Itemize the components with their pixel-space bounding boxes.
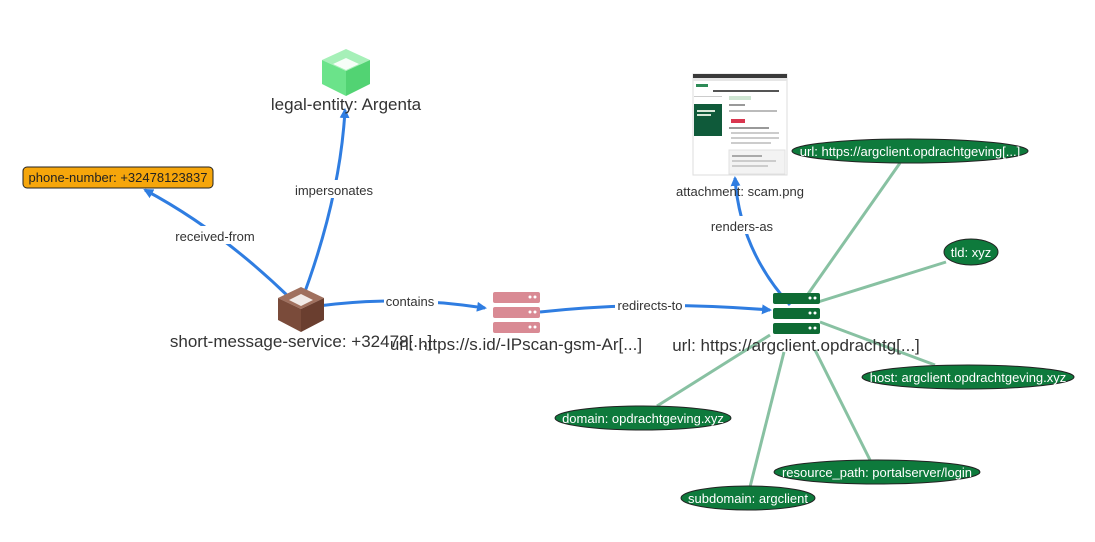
node-label-host: host: argclient.opdrachtgeving.xyz	[870, 370, 1067, 385]
node-label-domain: domain: opdrachtgeving.xyz	[562, 411, 724, 426]
edge-host	[819, 320, 936, 367]
node-label-attachment: attachment: scam.png	[676, 184, 804, 199]
phone-pill	[22, 166, 214, 189]
node-sms[interactable]: short-message-service: +32478[...]	[170, 287, 432, 351]
node-subdomain[interactable]: subdomain: argclient	[680, 485, 816, 511]
url-full-pill	[791, 138, 1029, 164]
resource-path-pill	[773, 459, 981, 485]
subdomain-pill	[680, 485, 816, 511]
server-icon	[493, 292, 540, 333]
node-label-phone-number: phone-number: +32478123837	[29, 170, 208, 185]
edge-domain	[656, 333, 771, 408]
edge-labels: impersonates received-from contains redi…	[172, 180, 776, 313]
node-label-url-short: url: https://s.id/-IPscan-gsm-Ar[...]	[390, 335, 642, 354]
node-resource-path[interactable]: resource_path: portalserver/login	[773, 459, 981, 485]
node-url-short[interactable]: url: https://s.id/-IPscan-gsm-Ar[...]	[390, 292, 642, 354]
node-label-tld: tld: xyz	[951, 245, 991, 260]
edge-url-full	[806, 162, 902, 295]
node-label-legal-entity: legal-entity: Argenta	[271, 95, 422, 114]
domain-pill	[554, 405, 732, 431]
edge-renders-as	[730, 176, 792, 307]
edge-resource-path	[813, 349, 872, 461]
node-label-url-full: url: https://argclient.opdrachtgeving[..…	[800, 144, 1020, 159]
node-label-subdomain: subdomain: argclient	[688, 491, 808, 506]
node-label-resource-path: resource_path: portalserver/login	[782, 465, 972, 480]
node-label-url-main: url: https://argclient.opdrachtg[...]	[672, 336, 920, 355]
node-tld[interactable]: tld: xyz	[943, 238, 999, 266]
node-url-full[interactable]: url: https://argclient.opdrachtgeving[..…	[791, 138, 1029, 164]
node-legal-entity[interactable]: legal-entity: Argenta	[271, 49, 422, 114]
image-thumbnail	[692, 73, 788, 176]
attribute-edges	[656, 162, 947, 488]
node-domain[interactable]: domain: opdrachtgeving.xyz	[554, 405, 732, 431]
tld-pill	[943, 238, 999, 266]
cube-icon	[322, 49, 370, 96]
server-icon	[773, 293, 820, 334]
node-host[interactable]: host: argclient.opdrachtgeving.xyz	[861, 364, 1075, 390]
edge-impersonates	[298, 108, 350, 306]
edge-label-renders-as: renders-as	[711, 219, 774, 234]
edge-label-impersonates: impersonates	[295, 183, 374, 198]
host-pill	[861, 364, 1075, 390]
edge-subdomain	[748, 351, 786, 488]
edge-tld	[817, 260, 947, 304]
edge-label-received-from: received-from	[175, 229, 254, 244]
node-label-sms: short-message-service: +32478[...]	[170, 332, 432, 351]
cube-icon	[278, 287, 324, 332]
node-url-main[interactable]: url: https://argclient.opdrachtg[...]	[672, 293, 920, 355]
node-attachment[interactable]: attachment: scam.png	[676, 73, 804, 199]
edge-label-contains: contains	[386, 294, 435, 309]
edge-label-redirects-to: redirects-to	[617, 298, 682, 313]
node-phone-number[interactable]: phone-number: +32478123837	[22, 166, 214, 189]
